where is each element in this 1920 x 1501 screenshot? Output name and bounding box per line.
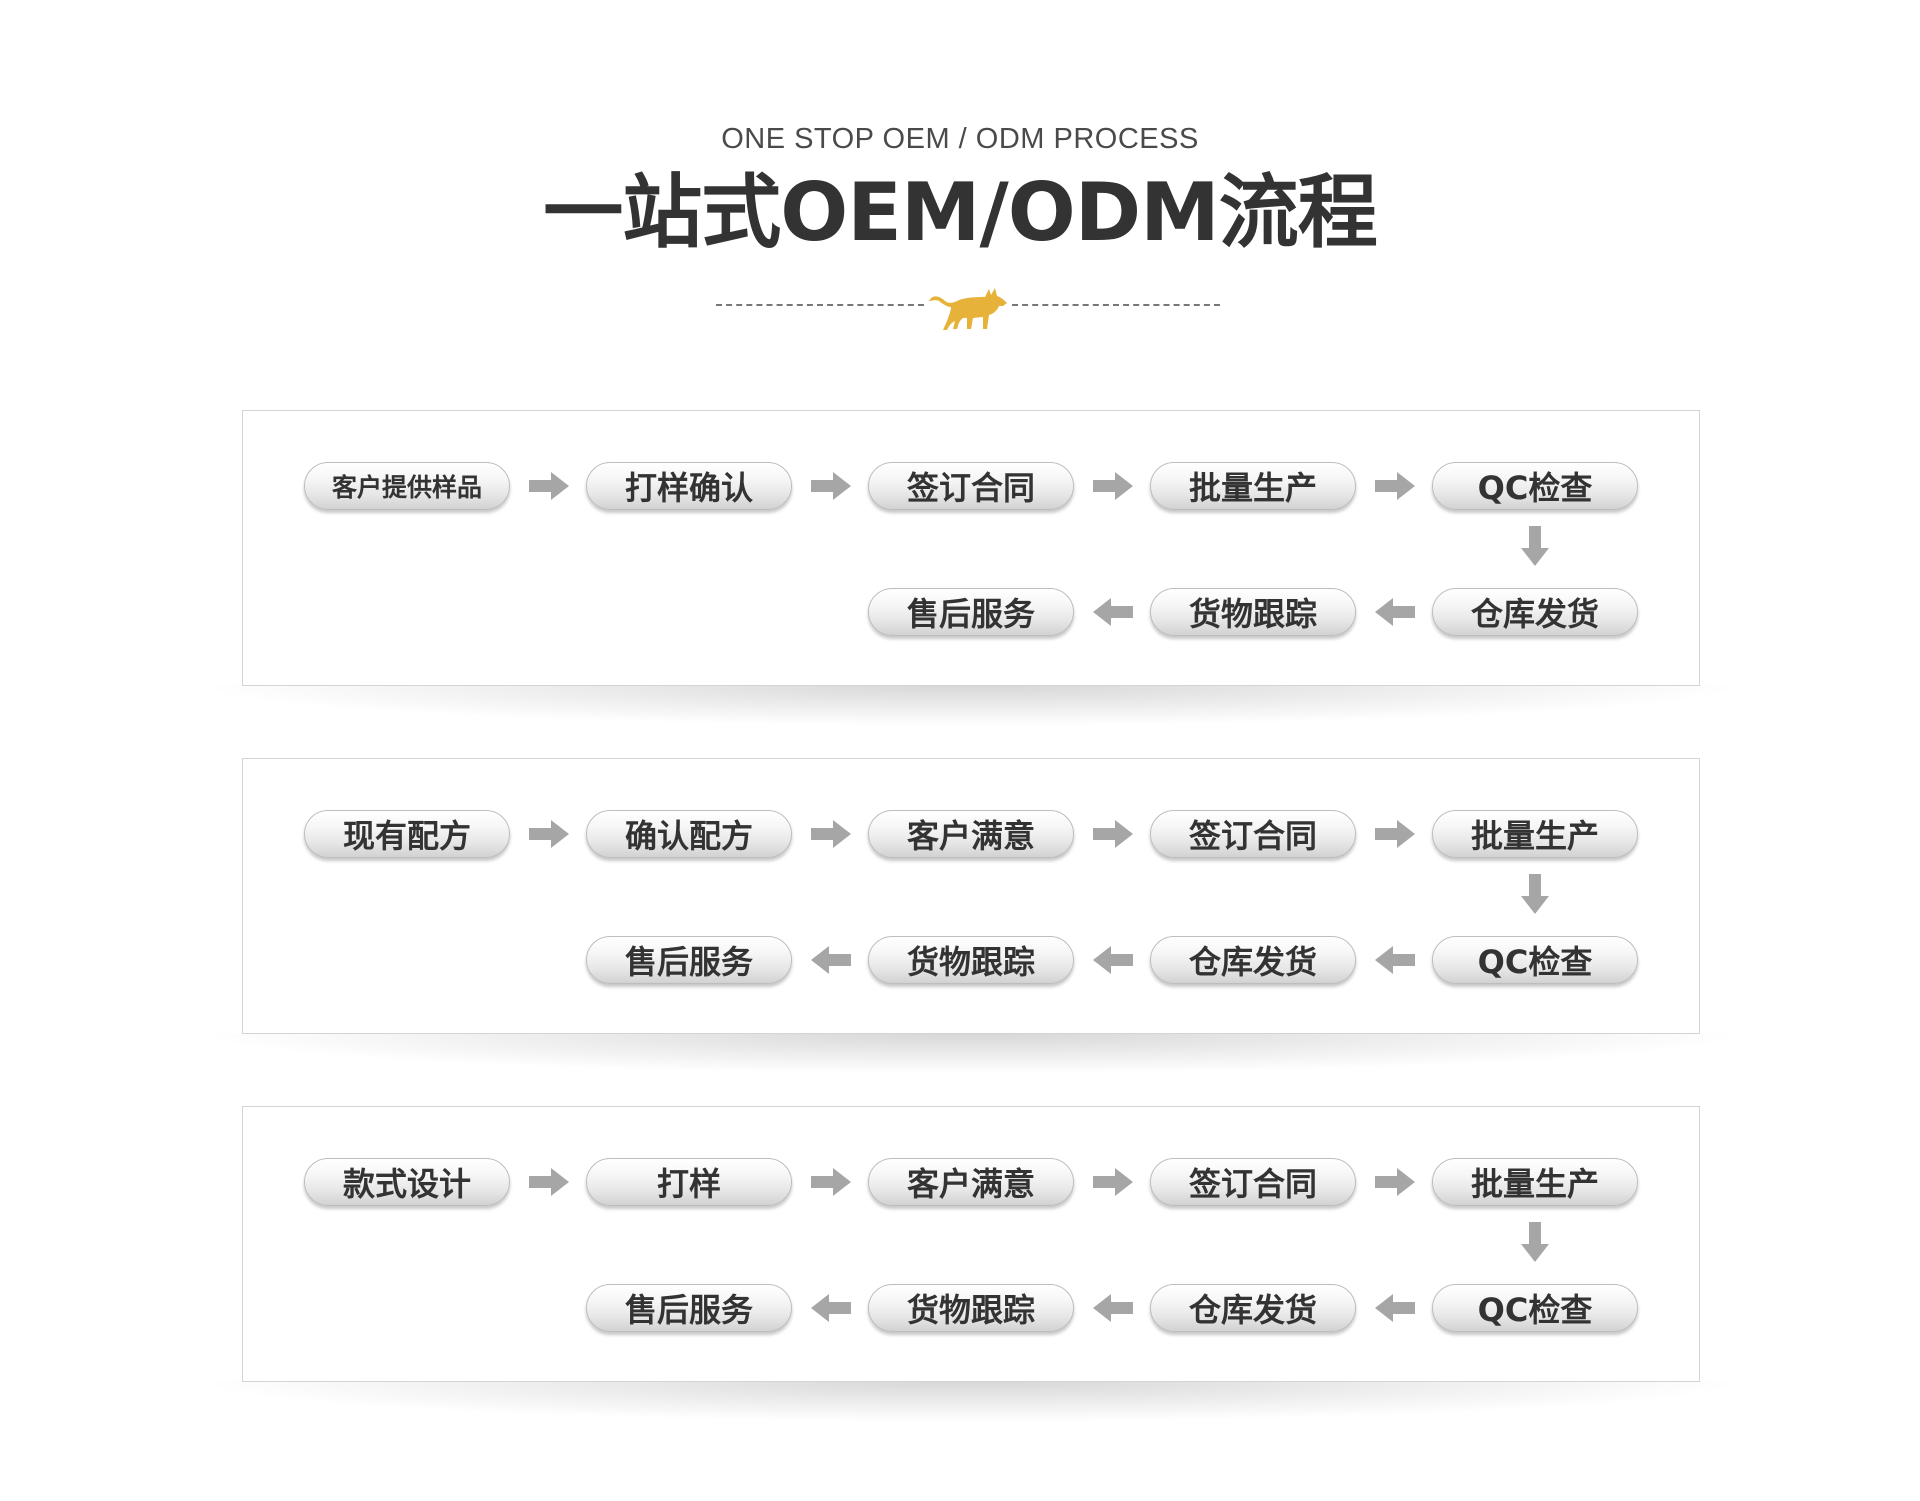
flow-3-step-8: 货物跟踪 (868, 1284, 1074, 1332)
flow-panel-3 (242, 1106, 1700, 1382)
divider-line-left (716, 304, 924, 306)
flow-3-step-7: 仓库发货 (1150, 1284, 1356, 1332)
arrow-right-icon (811, 1168, 851, 1196)
arrow-left-icon (1375, 598, 1415, 626)
flow-2-step-7: 仓库发货 (1150, 936, 1356, 984)
header-subtitle: ONE STOP OEM / ODM PROCESS (721, 123, 1199, 155)
flow-2-step-6: QC检查 (1432, 936, 1638, 984)
arrow-right-icon (1375, 820, 1415, 848)
cat-icon (929, 288, 1007, 330)
arrow-right-icon (811, 472, 851, 500)
flow-2-step-2: 确认配方 (586, 810, 792, 858)
flow-3-step-1: 款式设计 (304, 1158, 510, 1206)
flow-2-step-4: 签订合同 (1150, 810, 1356, 858)
arrow-right-icon (1375, 472, 1415, 500)
flow-panel-2 (242, 758, 1700, 1034)
flow-2-step-3: 客户满意 (868, 810, 1074, 858)
arrow-left-icon (1375, 946, 1415, 974)
arrow-right-icon (529, 1168, 569, 1196)
arrow-down-icon (1521, 1222, 1549, 1262)
arrow-right-icon (1093, 1168, 1133, 1196)
arrow-left-icon (1093, 1294, 1133, 1322)
flow-1-step-1: 客户提供样品 (304, 462, 510, 510)
arrow-right-icon (529, 472, 569, 500)
arrow-down-icon (1521, 526, 1549, 566)
arrow-left-icon (811, 1294, 851, 1322)
arrow-left-icon (1093, 946, 1133, 974)
flow-panel-1 (242, 410, 1700, 686)
flow-2-step-5: 批量生产 (1432, 810, 1638, 858)
arrow-left-icon (1093, 598, 1133, 626)
flow-1-step-3: 签订合同 (868, 462, 1074, 510)
flow-3-step-4: 签订合同 (1150, 1158, 1356, 1206)
arrow-right-icon (1093, 472, 1133, 500)
flow-3-step-2: 打样 (586, 1158, 792, 1206)
panel-shadow (212, 1033, 1730, 1073)
flow-3-step-5: 批量生产 (1432, 1158, 1638, 1206)
flow-1-step-8: 售后服务 (868, 588, 1074, 636)
arrow-left-icon (811, 946, 851, 974)
arrow-right-icon (811, 820, 851, 848)
arrow-down-icon (1521, 874, 1549, 914)
flow-3-step-9: 售后服务 (586, 1284, 792, 1332)
title-divider (0, 275, 1920, 335)
panel-shadow (212, 685, 1730, 725)
panel-shadow (212, 1381, 1730, 1421)
arrow-right-icon (1093, 820, 1133, 848)
flow-1-step-7: 货物跟踪 (1150, 588, 1356, 636)
flow-1-step-6: 仓库发货 (1432, 588, 1638, 636)
flow-2-step-9: 售后服务 (586, 936, 792, 984)
arrow-left-icon (1375, 1294, 1415, 1322)
page-title: 一站式OEM/ODM流程 (543, 166, 1378, 259)
flow-1-step-2: 打样确认 (586, 462, 792, 510)
flow-2-step-8: 货物跟踪 (868, 936, 1074, 984)
flow-3-step-3: 客户满意 (868, 1158, 1074, 1206)
flow-3-step-6: QC检查 (1432, 1284, 1638, 1332)
flow-1-step-4: 批量生产 (1150, 462, 1356, 510)
divider-line-right (1012, 304, 1220, 306)
flow-2-step-1: 现有配方 (304, 810, 510, 858)
arrow-right-icon (529, 820, 569, 848)
flow-1-step-5: QC检查 (1432, 462, 1638, 510)
arrow-right-icon (1375, 1168, 1415, 1196)
